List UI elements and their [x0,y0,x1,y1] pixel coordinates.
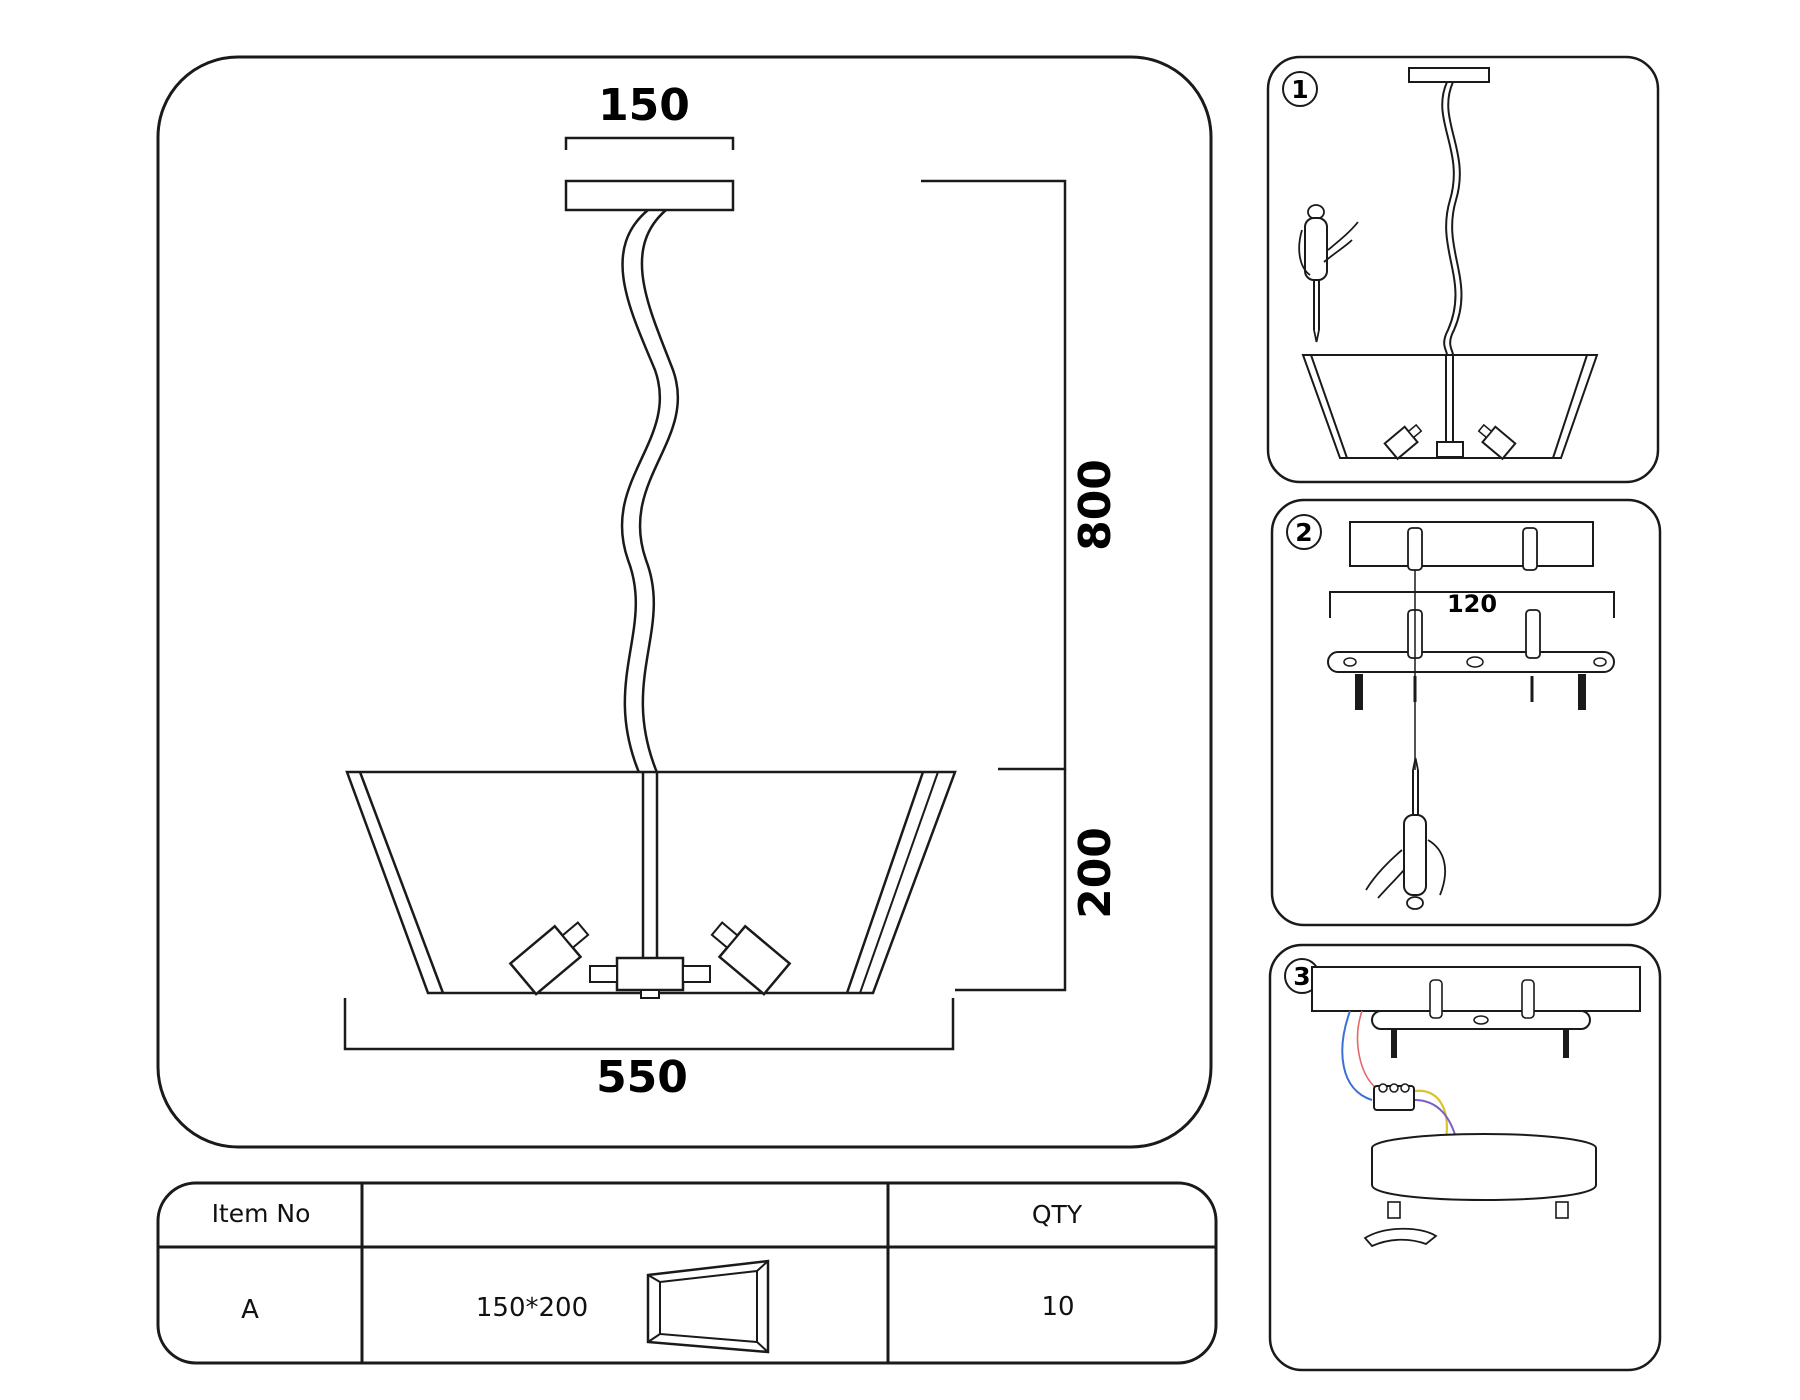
row-qty: 10 [1041,1292,1074,1322]
drop-dimension-line [921,179,1067,771]
shade-height-dimension-line [955,769,1067,992]
drop-height-label: 800 [1070,459,1121,551]
step-1-badge [1282,71,1318,107]
main-drawing-panel: 150 [156,55,1213,1149]
step-1-shade [1301,354,1599,461]
row-item-no: A [241,1295,259,1325]
wiring [1341,1010,1459,1146]
mounting-width-dimension-line [1329,591,1615,618]
step-2-frame [1270,498,1662,927]
parts-table: Item No QTY A 150*200 10 [156,1181,1218,1365]
step-1-canopy [1408,67,1490,83]
canopy-width-dimension-line [564,136,735,150]
shade-width-dimension-line [343,998,955,1051]
step-1-number: 1 [1291,75,1308,104]
step-1-panel: 1 [1266,55,1660,484]
step-1-frame [1266,55,1660,484]
light-socket-right [710,921,792,996]
mounting-width-label: 120 [1447,590,1497,618]
mounting-bracket [1327,609,1615,710]
step-2-badge [1286,514,1322,550]
step-3-bracket [1371,979,1591,1058]
step-1-cord [1441,81,1457,356]
row-description: 150*200 [476,1293,588,1323]
ceiling-canopy [564,179,735,212]
canopy-width-label: 150 [598,80,690,131]
step-2-panel: 2 120 [1270,498,1662,927]
step-3-number: 3 [1293,962,1310,991]
parts-table-frame [156,1181,1218,1365]
ceiling-canopy-cover [1371,1133,1597,1219]
rotate-arrow-icon [1363,1227,1438,1248]
light-socket-left [508,921,590,996]
screwdriver-hand-icon [1298,204,1359,343]
suspension-cord [620,209,662,776]
step-3-panel: 3 [1268,943,1662,1372]
wall-plug-icon [1407,527,1538,571]
step-3-ceiling [1311,966,1641,1012]
step-3-frame [1268,943,1662,1372]
main-panel-frame [156,55,1213,1149]
step-2-ceiling [1349,521,1594,567]
screwdriver-hand-icon-2 [1365,757,1447,910]
header-item-no: Item No [212,1199,311,1228]
step-2-number: 2 [1295,518,1312,547]
terminal-block-icon [1373,1083,1415,1111]
trapezoid-panel-icon [646,1259,770,1354]
shade-height-label: 200 [1070,827,1121,919]
header-qty: QTY [1032,1200,1083,1229]
shade-width-label: 550 [596,1052,688,1103]
lamp-shade [345,770,957,999]
